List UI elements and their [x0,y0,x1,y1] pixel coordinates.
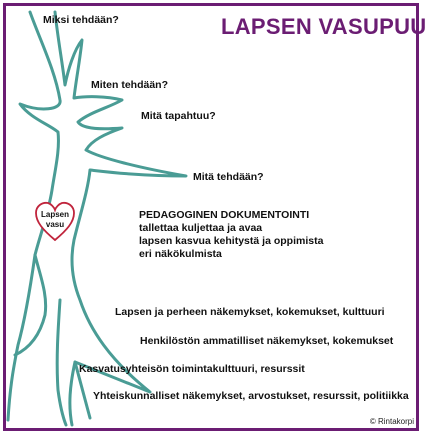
branch-question-what-happens: Mitä tapahtuu? [141,110,216,122]
documentation-line: lapsen kasvua kehitystä ja oppimista [139,235,324,247]
branch-question-why: Miksi tehdään? [43,14,119,26]
branch-question-what-done: Mitä tehdään? [193,171,264,183]
documentation-line: eri näkökulmista [139,248,222,260]
root-layer-society: Yhteiskunnalliset näkemykset, arvostukse… [93,390,409,402]
branch-question-how: Miten tehdään? [91,79,169,91]
page-title: LAPSEN VASUPUU [221,14,427,39]
documentation-line: tallettaa kuljettaa ja avaa [139,222,263,234]
root-layer-child-family: Lapsen ja perheen näkemykset, kokemukset… [115,306,385,318]
root-inner-outline [55,298,68,427]
root-layer-staff: Henkilöstön ammatilliset näkemykset, kok… [140,335,394,347]
purple-frame [3,3,419,431]
root-inner-outline-2 [68,360,77,427]
heart-label: Lapsen vasu [40,210,69,229]
trunk-right-outline [53,10,188,420]
documentation-block: PEDAGOGINEN DOKUMENTOINTI tallettaa kulj… [139,209,323,261]
root-layer-community: Kasvatusyhteisön toimintakulttuuri, resu… [79,363,305,375]
trunk-left-outline [13,10,62,357]
documentation-heading: PEDAGOGINEN DOKUMENTOINTI [139,209,310,221]
heart-icon [35,201,75,242]
copyright-text: © Rintakorpi [369,417,414,426]
root-left-outline [6,253,37,422]
